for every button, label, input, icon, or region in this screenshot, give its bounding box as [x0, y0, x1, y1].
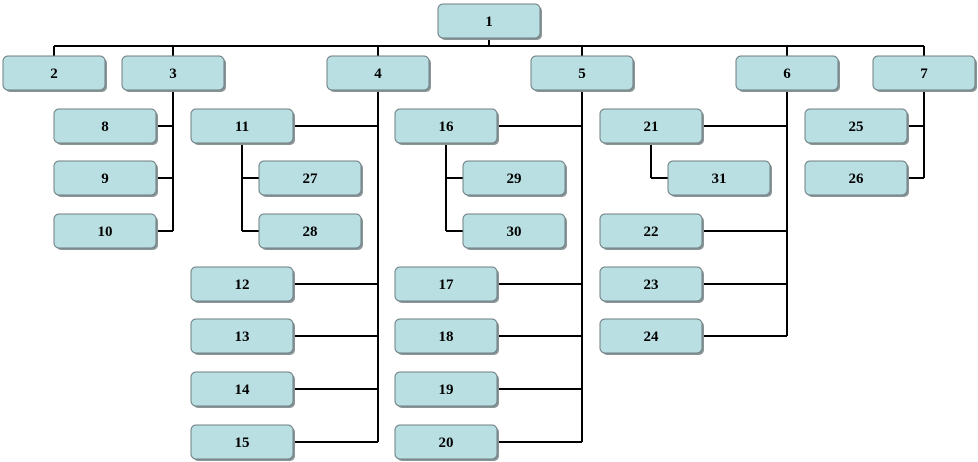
node-label: 29 [507, 171, 522, 187]
node-label: 31 [712, 171, 727, 187]
node-12: 12 [190, 266, 295, 303]
node-box [190, 371, 294, 407]
node-box [599, 318, 703, 354]
node-label: 17 [439, 277, 455, 293]
connector-lines [53, 38, 925, 443]
node-3: 3 [121, 55, 226, 92]
node-box [53, 160, 157, 196]
node-box [258, 160, 362, 196]
node-box [599, 108, 703, 144]
node-box [599, 266, 703, 302]
node-box [394, 371, 498, 407]
node-box [326, 55, 430, 91]
node-7: 7 [872, 55, 977, 92]
node-box [53, 213, 157, 249]
node-box [2, 55, 106, 91]
node-label: 18 [439, 329, 454, 345]
node-box [437, 3, 541, 39]
node-21: 21 [599, 108, 704, 145]
node-11: 11 [190, 108, 295, 145]
node-4: 4 [326, 55, 431, 92]
node-box [599, 213, 703, 249]
node-label: 14 [235, 382, 251, 398]
node-box [667, 160, 771, 196]
node-23: 23 [599, 266, 704, 303]
node-box [190, 108, 294, 144]
node-label: 21 [644, 119, 659, 135]
node-8: 8 [53, 108, 158, 145]
node-label: 12 [235, 277, 250, 293]
node-box [190, 266, 294, 302]
node-box [53, 108, 157, 144]
node-label: 5 [578, 66, 586, 82]
node-22: 22 [599, 213, 704, 250]
node-box [462, 160, 566, 196]
node-label: 30 [507, 224, 522, 240]
node-label: 27 [303, 171, 319, 187]
node-label: 26 [849, 171, 865, 187]
node-17: 17 [394, 266, 499, 303]
node-label: 4 [374, 66, 382, 82]
node-label: 13 [235, 329, 250, 345]
node-20: 20 [394, 424, 499, 461]
node-box [804, 108, 908, 144]
node-box [394, 108, 498, 144]
node-19: 19 [394, 371, 499, 408]
node-31: 31 [667, 160, 772, 197]
node-label: 9 [101, 171, 109, 187]
node-13: 13 [190, 318, 295, 355]
node-label: 23 [644, 277, 659, 293]
node-label: 19 [439, 382, 454, 398]
node-16: 16 [394, 108, 499, 145]
node-label: 22 [644, 224, 659, 240]
node-28: 28 [258, 213, 363, 250]
node-label: 3 [169, 66, 177, 82]
node-label: 15 [235, 435, 250, 451]
node-14: 14 [190, 371, 295, 408]
node-6: 6 [735, 55, 840, 92]
node-5: 5 [530, 55, 635, 92]
node-box [872, 55, 976, 91]
node-2: 2 [2, 55, 107, 92]
node-24: 24 [599, 318, 704, 355]
node-30: 30 [462, 213, 567, 250]
node-label: 28 [303, 224, 318, 240]
node-label: 7 [920, 66, 928, 82]
node-29: 29 [462, 160, 567, 197]
node-box [394, 266, 498, 302]
node-label: 20 [439, 435, 454, 451]
node-25: 25 [804, 108, 909, 145]
node-27: 27 [258, 160, 363, 197]
node-box [530, 55, 634, 91]
node-box [804, 160, 908, 196]
node-box [394, 424, 498, 460]
node-box [735, 55, 839, 91]
node-1: 1 [437, 3, 542, 40]
node-10: 10 [53, 213, 158, 250]
node-box [258, 213, 362, 249]
node-label: 11 [235, 119, 249, 135]
node-box [190, 318, 294, 354]
node-label: 16 [439, 119, 455, 135]
node-18: 18 [394, 318, 499, 355]
node-label: 24 [644, 329, 660, 345]
node-box [462, 213, 566, 249]
node-26: 26 [804, 160, 909, 197]
node-box [121, 55, 225, 91]
node-label: 1 [485, 14, 493, 30]
node-label: 2 [50, 66, 58, 82]
node-label: 8 [101, 119, 109, 135]
node-label: 6 [783, 66, 791, 82]
node-15: 15 [190, 424, 295, 461]
node-box [394, 318, 498, 354]
node-9: 9 [53, 160, 158, 197]
node-label: 10 [98, 224, 113, 240]
node-box [190, 424, 294, 460]
node-label: 25 [849, 119, 864, 135]
